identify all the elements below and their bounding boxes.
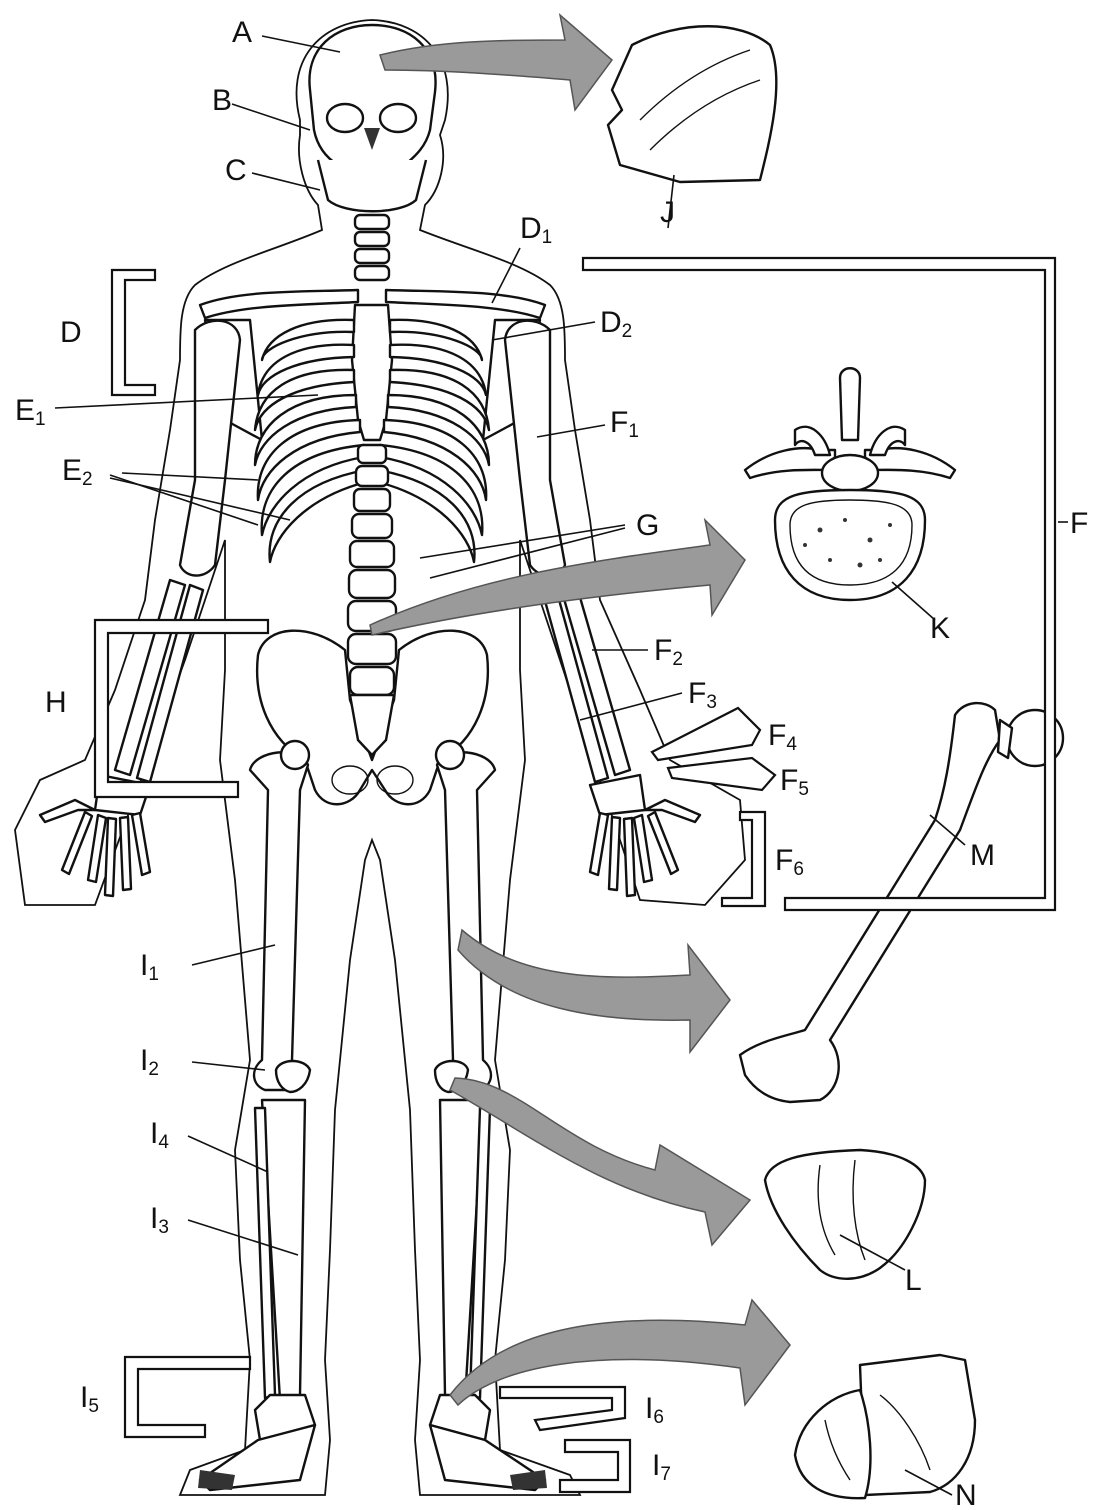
pointer-F4 <box>652 708 760 760</box>
left-femoral-head <box>281 741 309 769</box>
detail-J-flat-bone <box>608 26 776 182</box>
label-I1: I1 <box>140 949 159 985</box>
label-F: F <box>1070 507 1088 540</box>
label-N: N <box>955 1479 977 1510</box>
label-I4: I4 <box>150 1117 169 1153</box>
bracket-I7 <box>560 1440 630 1492</box>
pointer-F5 <box>668 758 775 790</box>
bracket-F6 <box>722 812 765 906</box>
detail-N-tarsal <box>795 1355 975 1498</box>
detail-L-patella <box>765 1150 925 1279</box>
left-orbit <box>327 104 363 132</box>
label-F3: F3 <box>688 677 717 713</box>
mandible <box>318 160 426 211</box>
right-femoral-head <box>436 741 464 769</box>
label-I3: I3 <box>150 1202 169 1238</box>
label-I7: I7 <box>652 1449 671 1485</box>
label-E2: E2 <box>62 454 93 490</box>
label-B: B <box>212 84 232 117</box>
arrow-to-M <box>458 930 730 1052</box>
right-humerus <box>505 321 565 576</box>
arrow-to-L <box>450 1078 750 1245</box>
right-clavicle <box>386 290 545 318</box>
left-humerus <box>180 321 240 576</box>
bracket-I5 <box>125 1357 250 1437</box>
label-D: D <box>60 316 82 349</box>
label-I2: I2 <box>140 1044 159 1080</box>
bracket-D <box>112 270 155 395</box>
label-M: M <box>970 839 995 872</box>
label-D2: D2 <box>600 306 632 342</box>
label-E1: E1 <box>15 394 46 430</box>
label-F4: F4 <box>768 719 797 755</box>
label-L: L <box>905 1264 922 1297</box>
right-femur <box>437 752 495 1090</box>
label-K: K <box>930 612 950 645</box>
left-femur <box>250 752 308 1090</box>
label-F1: F1 <box>610 406 639 442</box>
label-H: H <box>45 686 67 719</box>
left-foot <box>198 1395 315 1490</box>
label-F5: F5 <box>780 764 809 800</box>
right-foot <box>430 1395 547 1490</box>
detail-K-vertebra <box>745 368 955 600</box>
labels: A B C D1 D D2 E1 E2 F1 F G F2 F3 F4 F5 F… <box>15 16 1088 1510</box>
label-I5: I5 <box>80 1381 99 1417</box>
skeleton <box>40 25 700 1490</box>
right-hand <box>590 775 700 896</box>
label-F6: F6 <box>775 844 804 880</box>
bracket-I6 <box>500 1387 625 1430</box>
label-A: A <box>232 16 252 49</box>
label-D1: D1 <box>520 212 552 248</box>
label-C: C <box>225 154 247 187</box>
left-patella <box>276 1061 310 1092</box>
cervical-spine <box>355 215 389 280</box>
right-orbit <box>380 104 416 132</box>
label-J: J <box>660 196 675 229</box>
label-F2: F2 <box>654 634 683 670</box>
left-clavicle <box>200 290 358 318</box>
label-I6: I6 <box>645 1392 664 1428</box>
label-G: G <box>636 509 659 542</box>
